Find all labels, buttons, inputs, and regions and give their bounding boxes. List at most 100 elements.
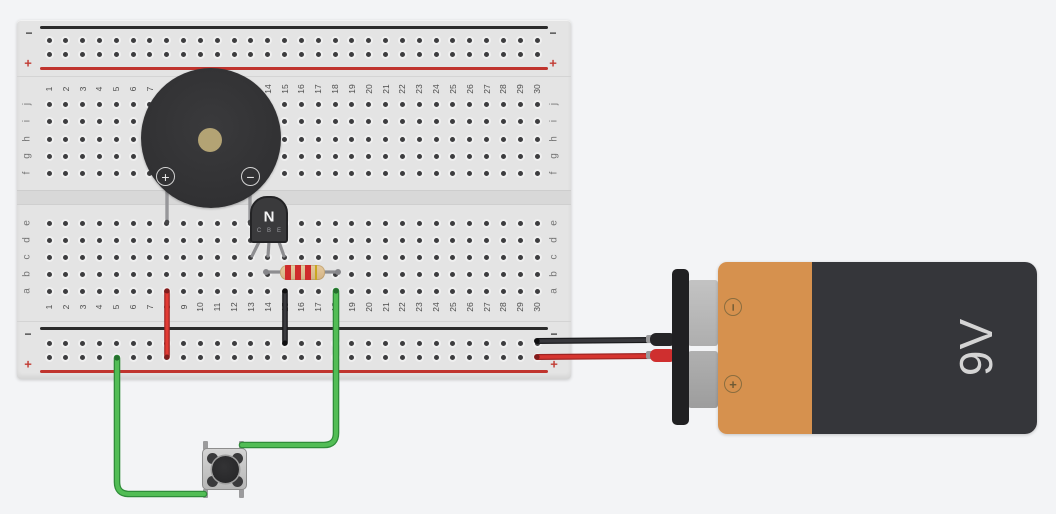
breadboard-hole[interactable] [482, 352, 492, 362]
breadboard-hole[interactable] [162, 235, 172, 245]
breadboard-hole[interactable] [145, 35, 155, 45]
breadboard-hole[interactable] [431, 252, 441, 262]
breadboard-hole[interactable] [179, 35, 189, 45]
breadboard-hole[interactable] [448, 99, 458, 109]
breadboard-hole[interactable] [94, 235, 104, 245]
breadboard-hole[interactable] [397, 352, 407, 362]
breadboard-hole[interactable] [78, 35, 88, 45]
breadboard-hole[interactable] [61, 338, 71, 348]
breadboard-hole[interactable] [397, 134, 407, 144]
breadboard-hole[interactable] [431, 338, 441, 348]
breadboard-hole[interactable] [465, 134, 475, 144]
breadboard-hole[interactable] [431, 269, 441, 279]
breadboard-hole[interactable] [111, 218, 121, 228]
breadboard-hole[interactable] [498, 116, 508, 126]
breadboard-hole[interactable] [296, 218, 306, 228]
breadboard-hole[interactable] [94, 218, 104, 228]
breadboard-hole[interactable] [313, 99, 323, 109]
breadboard-hole[interactable] [448, 168, 458, 178]
breadboard-hole[interactable] [128, 218, 138, 228]
breadboard-hole[interactable] [532, 252, 542, 262]
breadboard-hole[interactable] [498, 269, 508, 279]
breadboard-hole[interactable] [61, 235, 71, 245]
breadboard-hole[interactable] [229, 252, 239, 262]
breadboard-hole[interactable] [397, 168, 407, 178]
breadboard-hole[interactable] [280, 338, 290, 348]
breadboard-hole[interactable] [330, 252, 340, 262]
breadboard-hole[interactable] [448, 49, 458, 59]
breadboard-hole[interactable] [128, 168, 138, 178]
breadboard-hole[interactable] [296, 116, 306, 126]
breadboard-hole[interactable] [179, 338, 189, 348]
breadboard-hole[interactable] [229, 218, 239, 228]
breadboard-hole[interactable] [229, 49, 239, 59]
breadboard-hole[interactable] [515, 218, 525, 228]
breadboard-hole[interactable] [44, 218, 54, 228]
breadboard-hole[interactable] [246, 35, 256, 45]
breadboard-hole[interactable] [465, 352, 475, 362]
breadboard-hole[interactable] [61, 49, 71, 59]
breadboard-hole[interactable] [78, 286, 88, 296]
breadboard-hole[interactable] [347, 116, 357, 126]
breadboard-hole[interactable] [347, 168, 357, 178]
pushbutton-plunger[interactable] [211, 456, 239, 483]
breadboard-hole[interactable] [296, 338, 306, 348]
breadboard-hole[interactable] [515, 286, 525, 296]
breadboard-hole[interactable] [448, 134, 458, 144]
breadboard-hole[interactable] [397, 151, 407, 161]
breadboard-hole[interactable] [195, 49, 205, 59]
breadboard-hole[interactable] [128, 134, 138, 144]
breadboard-hole[interactable] [263, 35, 273, 45]
breadboard-hole[interactable] [381, 352, 391, 362]
breadboard-hole[interactable] [364, 168, 374, 178]
breadboard-hole[interactable] [498, 286, 508, 296]
breadboard-hole[interactable] [162, 49, 172, 59]
breadboard-hole[interactable] [482, 252, 492, 262]
breadboard-hole[interactable] [448, 35, 458, 45]
breadboard-hole[interactable] [313, 235, 323, 245]
breadboard-hole[interactable] [296, 35, 306, 45]
breadboard-hole[interactable] [364, 218, 374, 228]
breadboard-hole[interactable] [515, 269, 525, 279]
breadboard-hole[interactable] [296, 99, 306, 109]
breadboard-hole[interactable] [364, 35, 374, 45]
breadboard-hole[interactable] [482, 286, 492, 296]
breadboard-hole[interactable] [313, 338, 323, 348]
breadboard-hole[interactable] [381, 235, 391, 245]
breadboard-hole[interactable] [145, 352, 155, 362]
breadboard[interactable]: 1122334455667788991010111112121313141415… [17, 20, 571, 379]
breadboard-hole[interactable] [515, 116, 525, 126]
breadboard-hole[interactable] [128, 235, 138, 245]
breadboard-hole[interactable] [431, 116, 441, 126]
breadboard-hole[interactable] [94, 151, 104, 161]
breadboard-hole[interactable] [212, 35, 222, 45]
breadboard-hole[interactable] [381, 151, 391, 161]
breadboard-hole[interactable] [162, 269, 172, 279]
breadboard-hole[interactable] [381, 218, 391, 228]
breadboard-hole[interactable] [397, 218, 407, 228]
breadboard-hole[interactable] [532, 151, 542, 161]
breadboard-hole[interactable] [111, 235, 121, 245]
breadboard-hole[interactable] [61, 35, 71, 45]
breadboard-hole[interactable] [313, 134, 323, 144]
breadboard-hole[interactable] [414, 352, 424, 362]
breadboard-hole[interactable] [364, 286, 374, 296]
breadboard-hole[interactable] [263, 286, 273, 296]
breadboard-hole[interactable] [61, 134, 71, 144]
breadboard-hole[interactable] [280, 49, 290, 59]
breadboard-hole[interactable] [347, 352, 357, 362]
breadboard-hole[interactable] [313, 286, 323, 296]
breadboard-hole[interactable] [111, 168, 121, 178]
breadboard-hole[interactable] [330, 35, 340, 45]
breadboard-hole[interactable] [515, 168, 525, 178]
breadboard-hole[interactable] [482, 49, 492, 59]
breadboard-hole[interactable] [532, 218, 542, 228]
breadboard-hole[interactable] [78, 99, 88, 109]
breadboard-hole[interactable] [195, 218, 205, 228]
breadboard-hole[interactable] [381, 286, 391, 296]
breadboard-hole[interactable] [94, 338, 104, 348]
breadboard-hole[interactable] [162, 338, 172, 348]
breadboard-hole[interactable] [128, 49, 138, 59]
breadboard-hole[interactable] [313, 218, 323, 228]
breadboard-hole[interactable] [313, 116, 323, 126]
